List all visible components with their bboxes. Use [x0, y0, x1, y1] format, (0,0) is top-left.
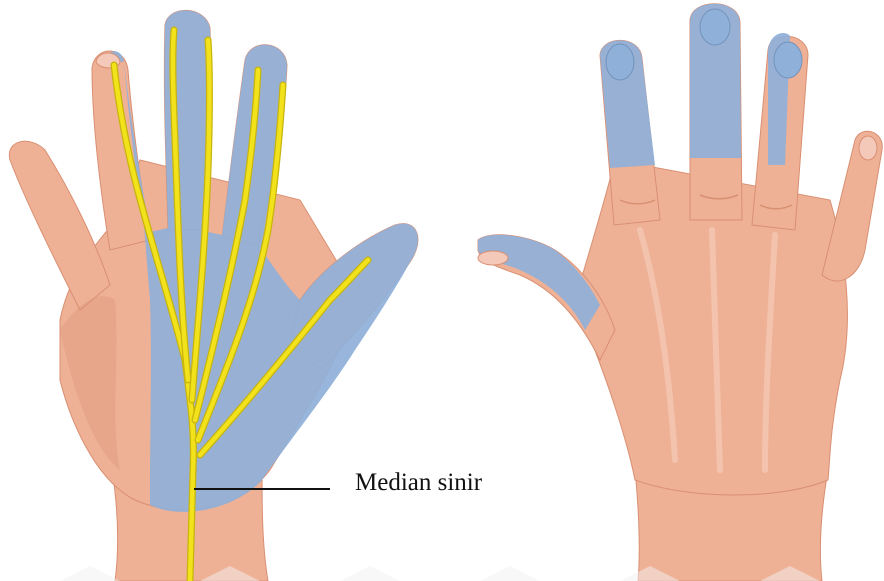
right-ring-nail [774, 42, 802, 78]
right-index-nail [606, 44, 634, 80]
left-ring-finger [92, 51, 150, 250]
right-hand-dorsal [478, 4, 882, 581]
right-little-nail [859, 136, 877, 160]
right-middle-nail [700, 9, 730, 45]
median-nerve-label: Median sinir [355, 470, 482, 495]
right-thumb-nail [478, 251, 508, 265]
left-little-finger [9, 141, 110, 310]
